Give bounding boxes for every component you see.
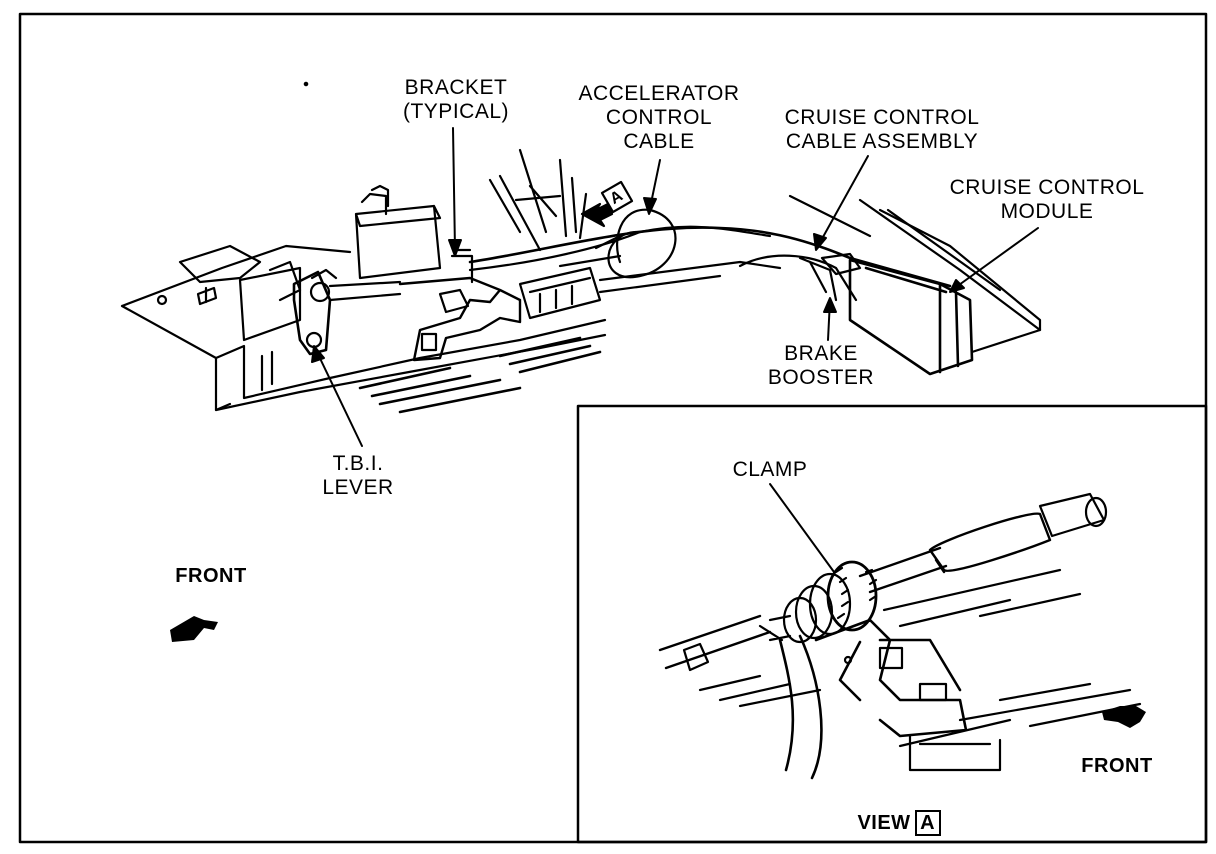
inset-frame [576,404,1208,844]
label-tbi-lever: T.B.I. LEVER [322,452,394,499]
label-front-inset: FRONT [1081,755,1153,777]
inset-bracket-slot-1 [878,646,904,670]
cable-end-eye [1038,492,1106,538]
leader-clamp [769,483,835,573]
label-cruise-module: CRUISE CONTROL MODULE [949,176,1145,223]
leader-bracket-arrow [448,239,462,257]
cable-end-hole [1084,496,1108,528]
cruise-module-mount [878,208,1042,354]
leader-tbi-arrow [311,345,325,363]
inset-base-shelf [908,734,1002,772]
leader-cruise-module-arrow [949,279,965,293]
inset-rivet [843,655,853,665]
inset-surface-lines [698,568,1142,748]
view-letter-box: A [914,810,941,836]
inset-illustration [658,492,1142,780]
engine-bay-illustration [120,81,1042,414]
view-a-arrow-box [600,180,634,214]
front-arrow-main [170,616,218,642]
label-brake-booster: BRAKE BOOSTER [767,342,875,389]
base-line [214,402,232,412]
label-bracket: BRACKET (TYPICAL) [402,76,509,123]
view-prefix: VIEW [857,812,911,834]
stud-bolt [196,286,218,306]
tbi-lever-stud [309,281,331,303]
firewall [788,194,1042,332]
canister [354,204,442,280]
booster-clamp [820,252,862,276]
leader-accel-arrow [643,197,657,215]
connector-block [518,266,602,320]
leader-bracket [452,127,456,251]
view-a-arrow-shape [580,202,614,228]
leader-tbi [315,349,363,447]
leader-cruise-cable [817,155,869,247]
small-dot [303,81,309,87]
label-clamp: CLAMP [732,458,808,481]
leader-cruise-module [951,227,1039,291]
brake-booster [738,254,858,302]
front-arrow-inset [1102,706,1146,728]
bracket-tab [438,288,470,314]
boot-base [758,614,792,642]
cruise-module-body [848,258,974,376]
inset-bracket [778,618,968,780]
cable-rod [658,546,948,670]
leader-lines-main [311,127,1039,447]
wiring-harness [488,148,588,252]
cable-end-fitting [928,512,1052,574]
leader-brake-arrow [823,297,837,313]
view-a-arrow [580,180,634,228]
label-accelerator-cable: ACCELERATOR CONTROL CABLE [578,82,740,153]
leader-cruise-cable-arrow [813,233,827,251]
label-cruise-cable: CRUISE CONTROL CABLE ASSEMBLY [784,106,980,153]
cable-end-small [682,642,710,672]
label-front-main: FRONT [175,565,247,587]
tbi-lever-pivot [305,331,323,349]
accelerator-cable [468,208,772,279]
inset-bracket-slot-2 [918,682,948,702]
bracket-slot [420,332,438,352]
clamp-teeth [834,566,878,620]
engine-ribs [358,336,602,414]
tbi-lever-linkage [310,268,402,302]
engine-block [120,244,607,412]
bracket-ribs [450,248,474,284]
stud-left [156,294,168,306]
firewall-shelf [558,234,622,268]
engine-top-panel [178,244,302,302]
canister-cap [360,184,390,216]
bracket [398,276,522,362]
cruise-cable-sleeve [598,260,782,294]
throttle-body-housing [238,266,302,392]
cruise-control-cable [468,226,952,288]
